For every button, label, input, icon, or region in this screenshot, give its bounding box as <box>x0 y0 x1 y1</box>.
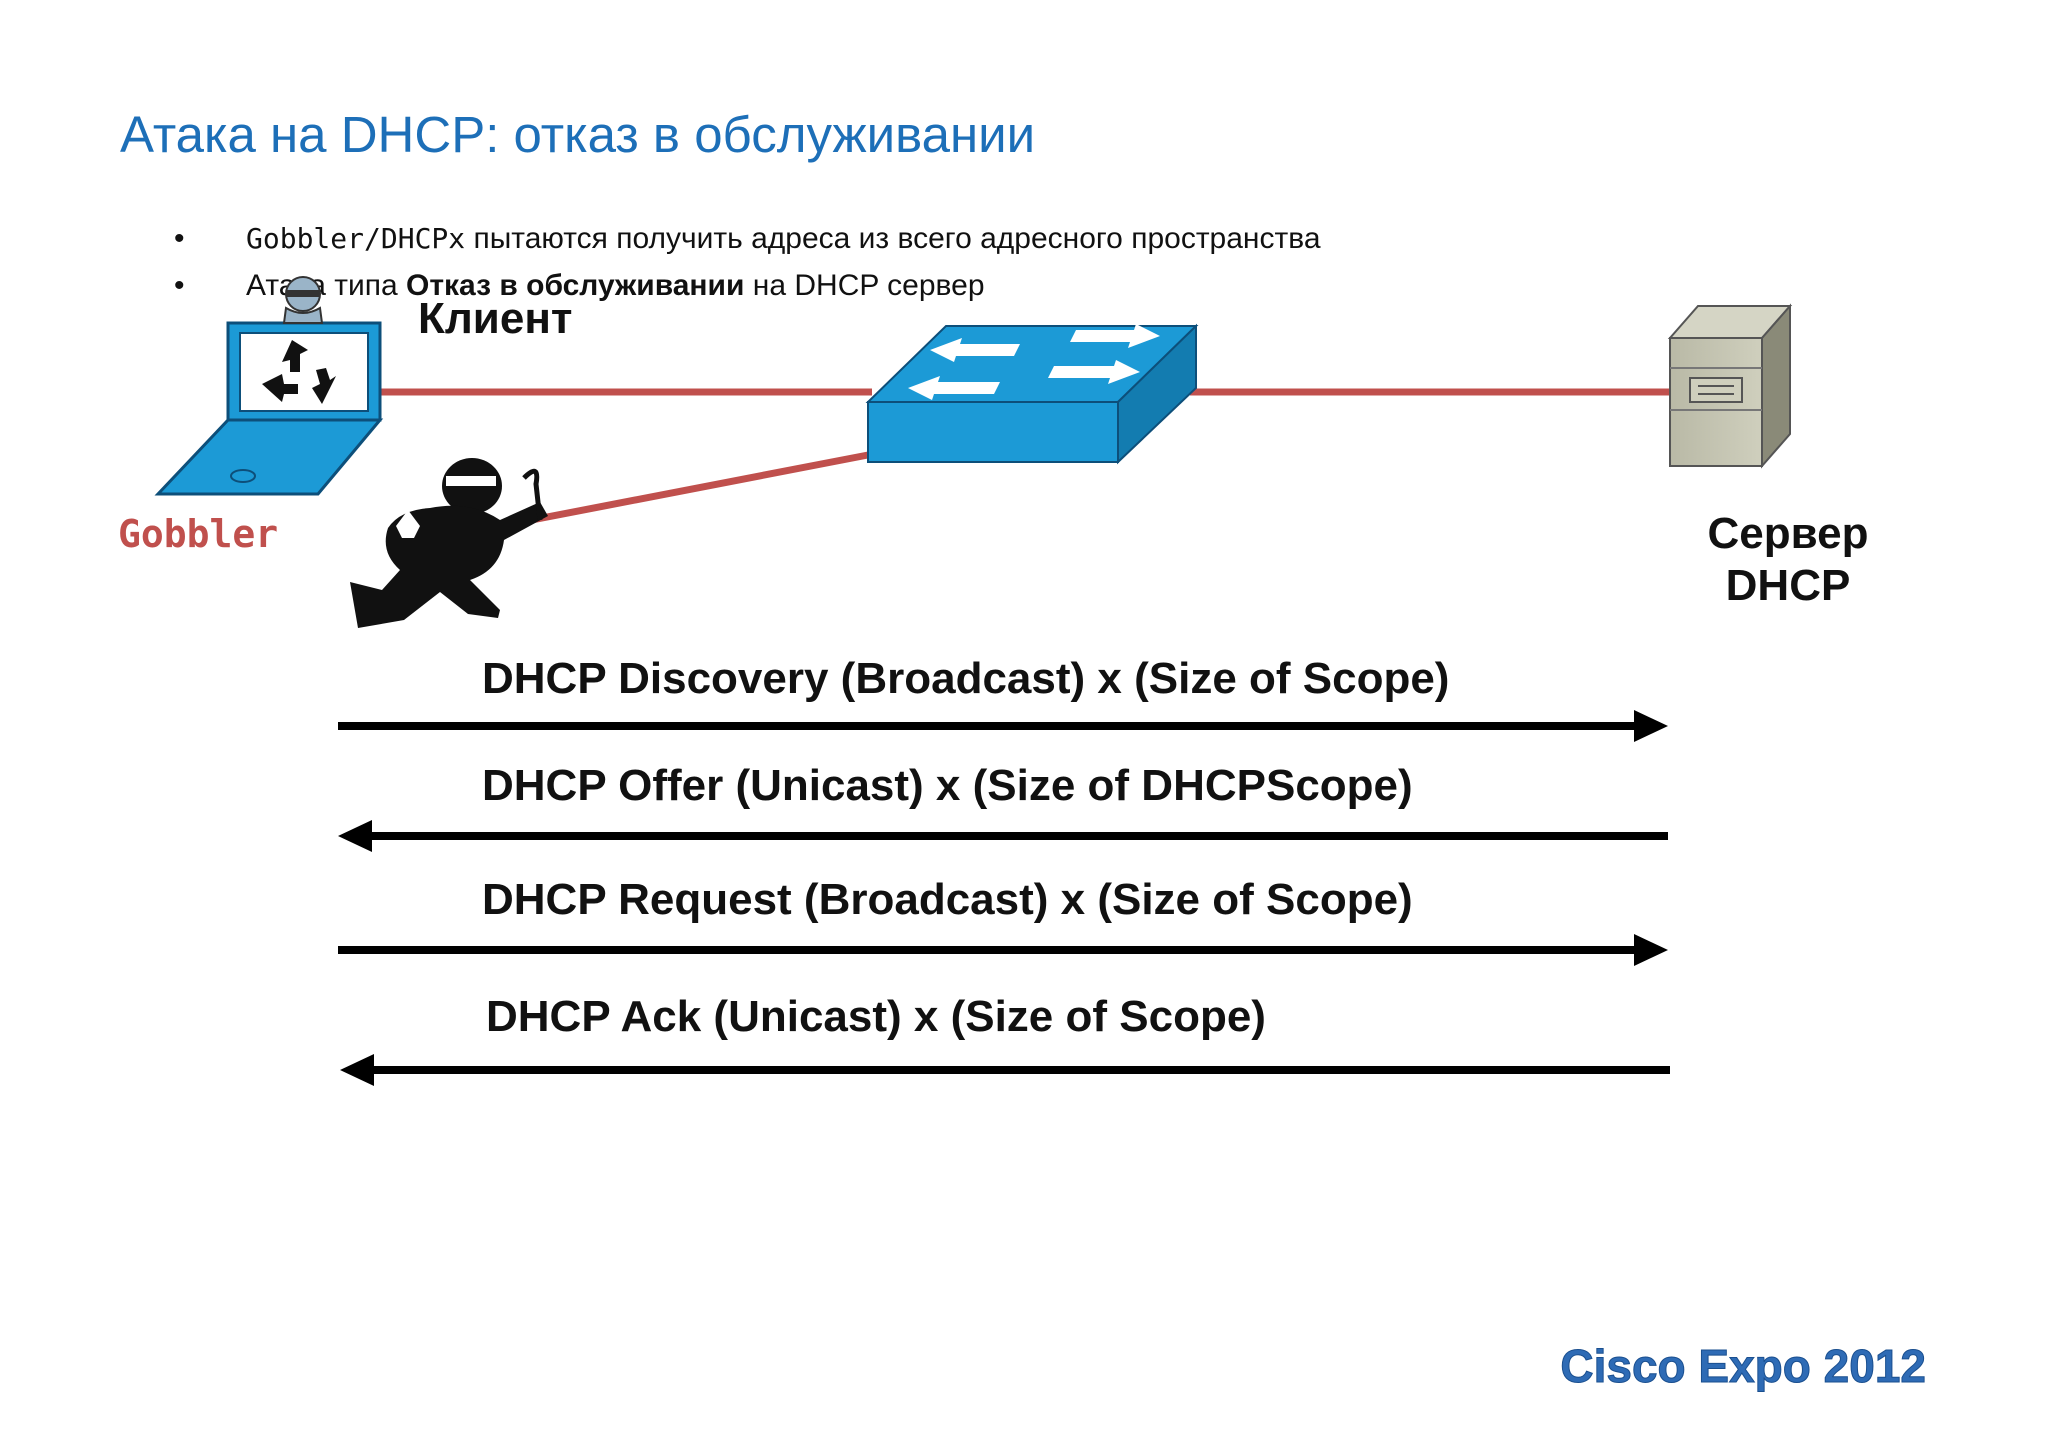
bullet-post: на DHCP сервер <box>744 269 985 302</box>
message-3: DHCP Request (Broadcast) x (Size of Scop… <box>338 875 1668 966</box>
bullet-text: Атака типа Отказ в обслуживании на DHCP … <box>246 269 985 303</box>
message-label: DHCP Request (Broadcast) x (Size of Scop… <box>482 875 1413 924</box>
bullet-text: Gobbler/DHCPx пытаются получить адреса и… <box>246 222 1321 256</box>
bullet-emphasis: Отказ в обслуживании <box>406 269 745 302</box>
tool-name: Gobbler/DHCPx <box>246 222 466 255</box>
attacker-label: Gobbler <box>118 512 278 556</box>
message-1: DHCP Discovery (Broadcast) x (Size of Sc… <box>338 654 1668 742</box>
bullet-pre: Атака типа <box>246 269 407 302</box>
bullet-dot: • <box>174 222 185 255</box>
server-label-line2: DHCP <box>1726 561 1851 610</box>
hacker-icon <box>350 458 548 628</box>
message-label: DHCP Offer (Unicast) x (Size of DHCPScop… <box>482 761 1413 810</box>
message-label: DHCP Discovery (Broadcast) x (Size of Sc… <box>482 654 1449 703</box>
bullet-dot: • <box>174 269 185 302</box>
switch-icon <box>865 323 1199 465</box>
laptop-icon <box>154 276 384 496</box>
event-logo: Cisco Expo 2012 <box>1560 1340 1926 1392</box>
message-2: DHCP Offer (Unicast) x (Size of DHCPScop… <box>338 761 1668 852</box>
bullet-body: пытаются получить адреса из всего адресн… <box>465 222 1321 255</box>
client-label: Клиент <box>418 294 572 343</box>
arrowhead-right-icon <box>1634 934 1668 966</box>
message-4: DHCP Ack (Unicast) x (Size of Scope) <box>340 992 1670 1086</box>
arrowhead-left-icon <box>338 820 372 852</box>
server-label-line1: Сервер <box>1708 509 1869 558</box>
arrowhead-left-icon <box>340 1054 374 1086</box>
arrowhead-right-icon <box>1634 710 1668 742</box>
slide-title: Атака на DHCP: отказ в обслуживании <box>120 106 1036 163</box>
server-icon <box>1667 303 1793 469</box>
message-label: DHCP Ack (Unicast) x (Size of Scope) <box>486 992 1266 1041</box>
